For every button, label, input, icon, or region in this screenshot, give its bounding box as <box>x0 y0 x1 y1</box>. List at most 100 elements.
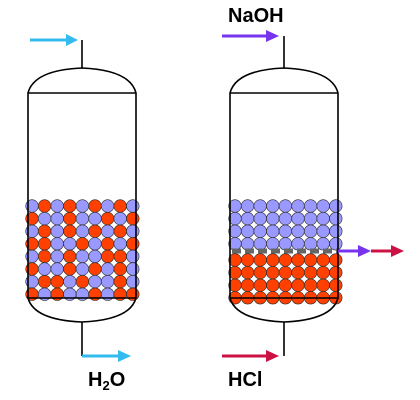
cation-resin-bead <box>253 266 267 280</box>
anion-resin-bead <box>75 262 89 276</box>
cation-resin-bead <box>291 266 305 280</box>
anion-resin-bead <box>278 237 293 251</box>
anion-resin-bead <box>291 224 305 238</box>
cation-resin-bead <box>329 278 343 292</box>
cation-resin-bead <box>278 278 293 292</box>
anion-resin-bead <box>63 275 77 289</box>
cation-resin-bead <box>63 212 77 226</box>
mixed-bed-column <box>25 34 140 362</box>
anion-resin-bead <box>329 237 343 251</box>
anion-resin-bead <box>266 199 280 213</box>
water-label: H2O <box>88 369 125 393</box>
cation-resin-bead <box>37 275 52 289</box>
anion-resin-bead <box>253 212 267 226</box>
anion-resin-bead <box>329 224 343 238</box>
cation-resin-bead <box>88 224 102 238</box>
separated-bed-column <box>222 30 404 362</box>
separated-resin-bed <box>228 199 343 305</box>
anion-resin-bead <box>75 249 89 263</box>
cation-resin-bead <box>113 199 127 213</box>
cation-resin-bead <box>113 249 127 263</box>
cation-resin-bead <box>329 253 343 267</box>
cation-resin-bead <box>304 278 318 292</box>
anion-resin-bead <box>278 199 293 213</box>
anion-resin-bead <box>266 224 280 238</box>
anion-resin-bead <box>304 212 318 226</box>
cation-resin-bead <box>316 253 330 267</box>
cation-resin-bead <box>50 275 64 289</box>
hcl-drain-arrow <box>371 245 404 257</box>
anion-resin-bead <box>316 237 330 251</box>
cation-resin-bead <box>304 266 318 280</box>
anion-resin-bead <box>304 224 318 238</box>
cation-resin-bead <box>63 262 77 276</box>
cation-resin-bead <box>37 224 52 238</box>
anion-resin-bead <box>278 224 293 238</box>
anion-resin-bead <box>316 212 330 226</box>
anion-resin-bead <box>37 262 52 276</box>
anion-resin-bead <box>113 212 127 226</box>
water-label-subscript: 2 <box>102 378 110 393</box>
water-label-h: H <box>88 369 103 391</box>
cation-resin-bead <box>253 253 267 267</box>
anion-resin-bead <box>241 199 255 213</box>
anion-resin-bead <box>126 224 140 238</box>
cation-resin-bead <box>113 262 127 276</box>
cation-resin-bead <box>316 266 330 280</box>
cation-resin-bead <box>37 199 52 213</box>
cation-resin-bead <box>88 199 102 213</box>
anion-resin-bead <box>329 199 343 213</box>
anion-resin-bead <box>126 262 140 276</box>
anion-resin-bead <box>266 212 280 226</box>
anion-resin-bead <box>291 237 305 251</box>
anion-resin-bead <box>50 262 64 276</box>
cation-resin-bead <box>75 237 89 251</box>
cation-resin-bead <box>278 266 293 280</box>
anion-resin-bead <box>126 199 140 213</box>
anion-resin-bead <box>100 199 115 213</box>
cation-resin-bead <box>241 253 255 267</box>
cation-resin-bead <box>241 278 255 292</box>
cation-resin-bead <box>291 278 305 292</box>
anion-resin-bead <box>316 199 330 213</box>
mixed-resin-bed <box>25 199 140 301</box>
anion-resin-bead <box>241 212 255 226</box>
cation-resin-bead <box>241 266 255 280</box>
anion-resin-bead <box>304 237 318 251</box>
cation-resin-bead <box>266 278 280 292</box>
anion-resin-bead <box>241 237 255 251</box>
cation-resin-bead <box>304 253 318 267</box>
cation-resin-bead <box>63 199 77 213</box>
anion-resin-bead <box>37 212 52 226</box>
anion-resin-bead <box>75 212 89 226</box>
cation-resin-bead <box>253 278 267 292</box>
anion-resin-bead <box>88 212 102 226</box>
naoh-drain-arrow <box>338 245 371 257</box>
anion-resin-bead <box>126 275 140 289</box>
cation-resin-bead <box>63 224 77 238</box>
cation-resin-bead <box>126 237 140 251</box>
cation-resin-bead <box>113 224 127 238</box>
naoh-label: NaOH <box>228 5 284 27</box>
cation-resin-bead <box>329 266 343 280</box>
anion-resin-bead <box>75 224 89 238</box>
anion-resin-bead <box>126 249 140 263</box>
cation-resin-bead <box>75 275 89 289</box>
anion-resin-bead <box>253 224 267 238</box>
anion-resin-bead <box>100 275 115 289</box>
anion-resin-bead <box>50 212 64 226</box>
anion-resin-bead <box>329 212 343 226</box>
anion-resin-bead <box>304 199 318 213</box>
anion-resin-bead <box>291 212 305 226</box>
anion-resin-bead <box>253 199 267 213</box>
anion-resin-bead <box>88 237 102 251</box>
anion-resin-bead <box>291 199 305 213</box>
anion-resin-bead <box>50 237 64 251</box>
anion-resin-bead <box>266 237 280 251</box>
water-inlet-arrow <box>30 34 78 46</box>
water-outlet-arrow <box>82 350 131 362</box>
anion-resin-bead <box>88 249 102 263</box>
anion-resin-bead <box>50 249 64 263</box>
cation-resin-bead <box>100 249 115 263</box>
